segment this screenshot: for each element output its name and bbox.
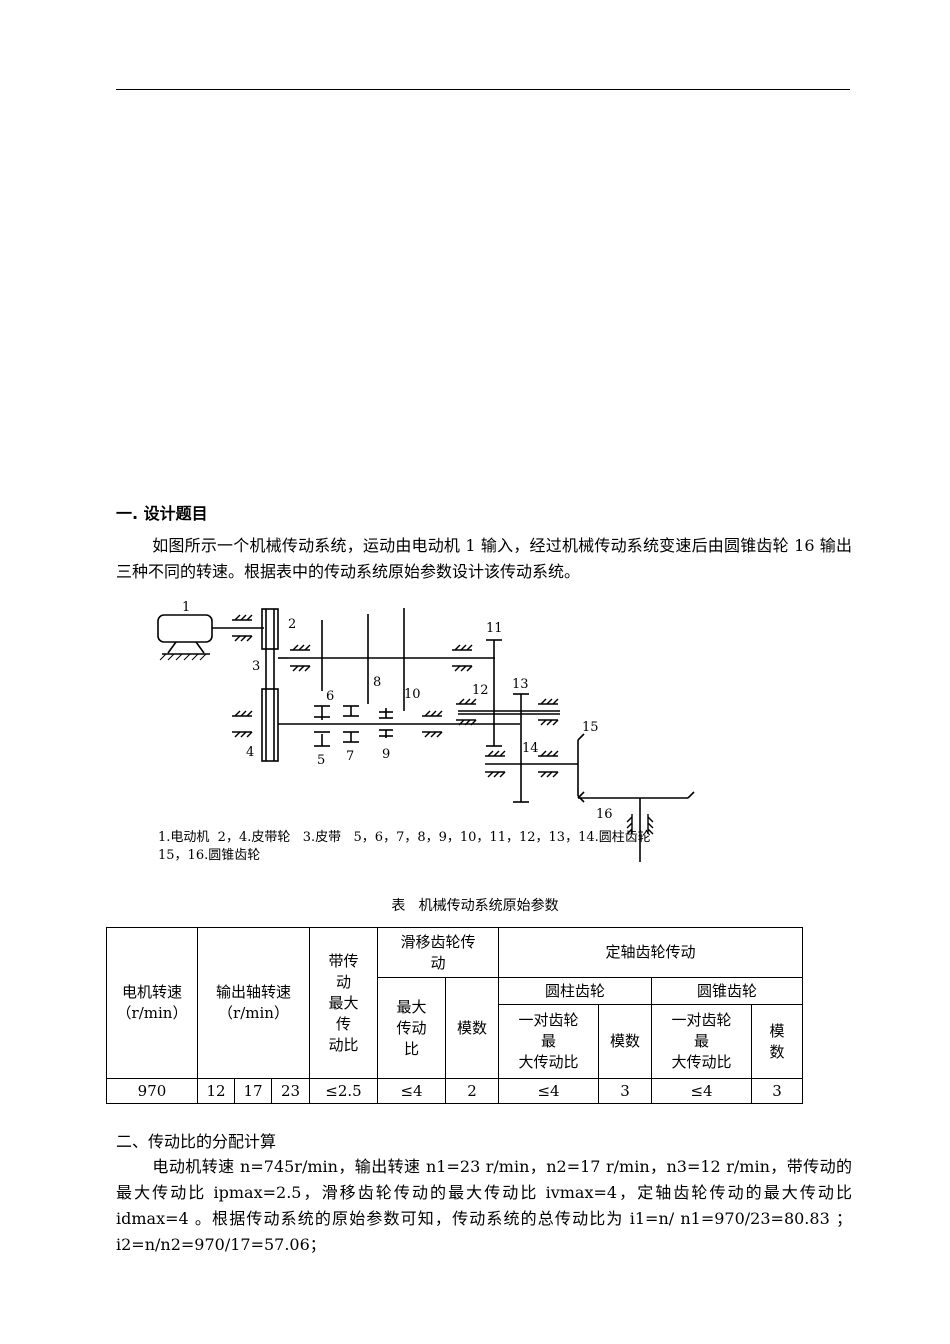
bearing-shaft-v-left xyxy=(485,750,506,778)
design-topic-text: 如图所示一个机械传动系统，运动由电动机 1 输入，经过机械传动系统变速后由圆锥齿… xyxy=(116,536,852,581)
label-12: 12 xyxy=(472,683,489,698)
header-output-speed-label: 输出轴转速 xyxy=(215,983,291,1001)
bearing-middle-right xyxy=(422,710,443,738)
section-heading-ratio-allocation: 二、传动比的分配计算 xyxy=(116,1132,277,1151)
header-belt-line-1: 带传 xyxy=(328,951,359,970)
diagram-caption-line-2: 15，16.圆锥齿轮 xyxy=(158,848,261,863)
bearing-middle-left xyxy=(232,710,253,738)
header-output-speed: 输出轴转速 （r/min） xyxy=(197,927,310,1079)
header-motor-speed-label: 电机转速 xyxy=(121,983,182,1001)
diagram-caption-line-1: 1.电动机 2，4.皮带轮 3.皮带 5，6，7，8，9，10，11，12，13… xyxy=(158,830,651,845)
motor-body xyxy=(157,614,213,643)
bearing-upper-left xyxy=(290,644,311,672)
bearing-shaft-v-right xyxy=(538,750,559,778)
bearing-upper-right xyxy=(452,644,473,672)
header-bev-ratio-line-3: 大传动比 xyxy=(671,1053,732,1071)
label-15: 15 xyxy=(582,720,599,735)
header-cyl-ratio-line-1: 一对齿轮 xyxy=(518,1011,579,1029)
header-sliding-ratio-line-1: 最大 xyxy=(396,997,427,1016)
label-2: 2 xyxy=(288,617,296,632)
label-8: 8 xyxy=(373,675,381,690)
label-4: 4 xyxy=(246,745,254,760)
label-10: 10 xyxy=(404,687,421,702)
label-13: 13 xyxy=(512,677,529,692)
header-fixed-gear: 定轴齿轮传动 xyxy=(498,927,803,978)
header-belt-ratio: 带传 动 最大 传 动比 xyxy=(309,927,378,1079)
header-sliding-ratio-line-3: 比 xyxy=(403,1039,419,1058)
header-cyl-ratio: 一对齿轮 最 大传动比 xyxy=(498,1004,599,1079)
header-bev-ratio-line-2: 最 xyxy=(693,1032,709,1050)
table-title: 表 机械传动系统原始参数 xyxy=(391,898,559,914)
header-belt-line-4: 传 xyxy=(335,1014,351,1033)
label-7: 7 xyxy=(346,749,354,764)
design-topic-paragraph: 如图所示一个机械传动系统，运动由电动机 1 输入，经过机械传动系统变速后由圆锥齿… xyxy=(116,533,852,585)
cell-motor-speed: 970 xyxy=(106,1078,198,1104)
cell-cyl-ratio: ≤4 xyxy=(498,1078,599,1104)
ratio-allocation-paragraph: 电动机转速 n=745r/min，输出转速 n1=23 r/min，n2=17 … xyxy=(116,1154,852,1258)
motor-stand xyxy=(167,641,177,654)
bearing-shaft-iv-left xyxy=(456,698,477,726)
label-1: 1 xyxy=(182,600,190,615)
cell-sliding-module: 2 xyxy=(445,1078,499,1104)
label-5: 5 xyxy=(317,753,325,768)
header-rule xyxy=(116,89,850,90)
header-bevel: 圆锥齿轮 xyxy=(651,977,803,1005)
label-3: 3 xyxy=(252,659,260,674)
cell-cyl-module: 3 xyxy=(598,1078,652,1104)
header-cyl-ratio-line-2: 最 xyxy=(540,1032,556,1050)
header-output-speed-unit: （r/min） xyxy=(218,1004,289,1022)
header-sliding-ratio: 最大 传动 比 xyxy=(377,977,446,1079)
cell-bev-module: 3 xyxy=(751,1078,803,1104)
section-heading-design-topic: 一. 设计题目 xyxy=(116,504,208,523)
label-11: 11 xyxy=(486,621,503,636)
header-bev-module-line-1: 模 xyxy=(769,1021,785,1040)
label-6: 6 xyxy=(326,689,334,704)
belt-pulley-4 xyxy=(261,688,279,762)
diagram-caption: 1.电动机 2，4.皮带轮 3.皮带 5，6，7，8，9，10，11，12，13… xyxy=(158,829,651,865)
header-bev-ratio-line-1: 一对齿轮 xyxy=(671,1011,732,1029)
transmission-diagram: 1 2 3 4 5 6 7 8 9 10 11 12 13 14 15 16 xyxy=(157,600,695,862)
label-16: 16 xyxy=(596,807,613,822)
cell-output-2: 17 xyxy=(234,1078,272,1104)
header-cylindrical: 圆柱齿轮 xyxy=(498,977,652,1005)
bearing-motor-shaft xyxy=(232,614,253,642)
header-bev-module: 模 数 xyxy=(751,1004,803,1079)
header-belt-line-5: 动比 xyxy=(328,1035,359,1054)
cell-output-3: 23 xyxy=(271,1078,310,1104)
bearing-output-shaft xyxy=(626,814,654,835)
cell-belt-ratio: ≤2.5 xyxy=(309,1078,378,1104)
header-bev-module-line-2: 数 xyxy=(769,1042,785,1061)
cell-output-1: 12 xyxy=(197,1078,235,1104)
header-belt-line-2: 动 xyxy=(335,972,351,991)
header-sliding-gear: 滑移齿轮传 动 xyxy=(377,927,499,978)
header-sliding-module: 模数 xyxy=(445,977,499,1079)
header-belt-line-3: 最大 xyxy=(328,993,359,1012)
header-bev-ratio: 一对齿轮 最 大传动比 xyxy=(651,1004,752,1079)
table-row: 970 12 17 23 ≤2.5 ≤4 2 ≤4 3 ≤4 3 xyxy=(106,1078,803,1104)
cell-bev-ratio: ≤4 xyxy=(651,1078,752,1104)
label-9: 9 xyxy=(382,747,390,762)
ratio-allocation-text: 电动机转速 n=745r/min，输出转速 n1=23 r/min，n2=17 … xyxy=(116,1157,852,1254)
header-motor-speed-unit: （r/min） xyxy=(116,1004,188,1022)
header-motor-speed: 电机转速 （r/min） xyxy=(106,927,198,1079)
header-sliding-line-2: 动 xyxy=(430,953,446,972)
header-cyl-module: 模数 xyxy=(598,1004,652,1079)
header-sliding-line-1: 滑移齿轮传 xyxy=(400,932,476,951)
cell-sliding-ratio: ≤4 xyxy=(377,1078,446,1104)
belt-pulley-2 xyxy=(261,608,279,650)
bearing-shaft-iv-right xyxy=(538,698,559,726)
label-14: 14 xyxy=(522,741,539,756)
header-sliding-ratio-line-2: 传动 xyxy=(396,1018,427,1037)
header-cyl-ratio-line-3: 大传动比 xyxy=(518,1053,579,1071)
parameters-table: 电机转速 （r/min） 输出轴转速 （r/min） 带传 动 最大 传 动比 … xyxy=(106,927,803,1104)
